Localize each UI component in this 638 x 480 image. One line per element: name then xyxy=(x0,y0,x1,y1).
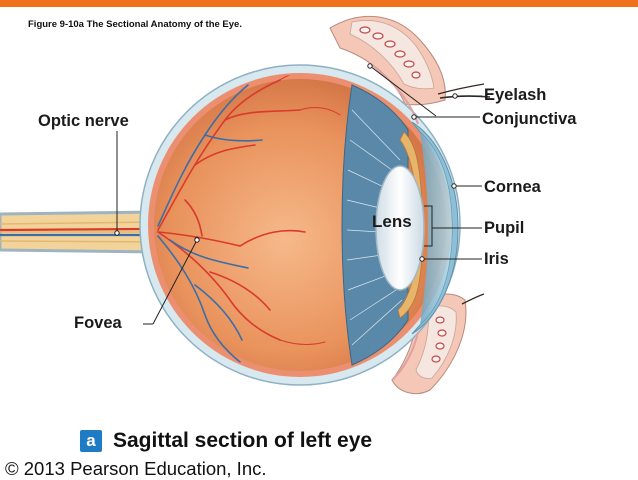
figure-caption: Sagittal section of left eye xyxy=(113,429,373,452)
retinal-vessels xyxy=(157,75,341,363)
label-fovea: Fovea xyxy=(74,314,122,332)
label-cornea: Cornea xyxy=(484,178,541,196)
ciliary-body xyxy=(341,84,409,366)
copyright-notice: © 2013 Pearson Education, Inc. xyxy=(5,458,267,479)
label-pupil: Pupil xyxy=(484,219,525,237)
leader-lines xyxy=(114,63,482,325)
label-conjunctiva: Conjunctiva xyxy=(482,110,577,128)
upper-eyelid xyxy=(329,15,491,106)
zonular-fibers xyxy=(346,109,403,346)
lens-shape xyxy=(375,165,425,291)
label-lens: Lens xyxy=(372,212,412,231)
figure-title: Figure 9-10a The Sectional Anatomy of th… xyxy=(28,19,242,30)
label-eyelash: Eyelash xyxy=(484,86,547,104)
accent-bar xyxy=(0,0,638,7)
label-iris: Iris xyxy=(484,250,509,268)
figure-part-badge: a xyxy=(80,430,102,452)
lower-eyelid xyxy=(391,293,485,395)
label-optic-nerve: Optic nerve xyxy=(38,112,129,130)
conjunctiva-lower-line xyxy=(391,331,419,381)
